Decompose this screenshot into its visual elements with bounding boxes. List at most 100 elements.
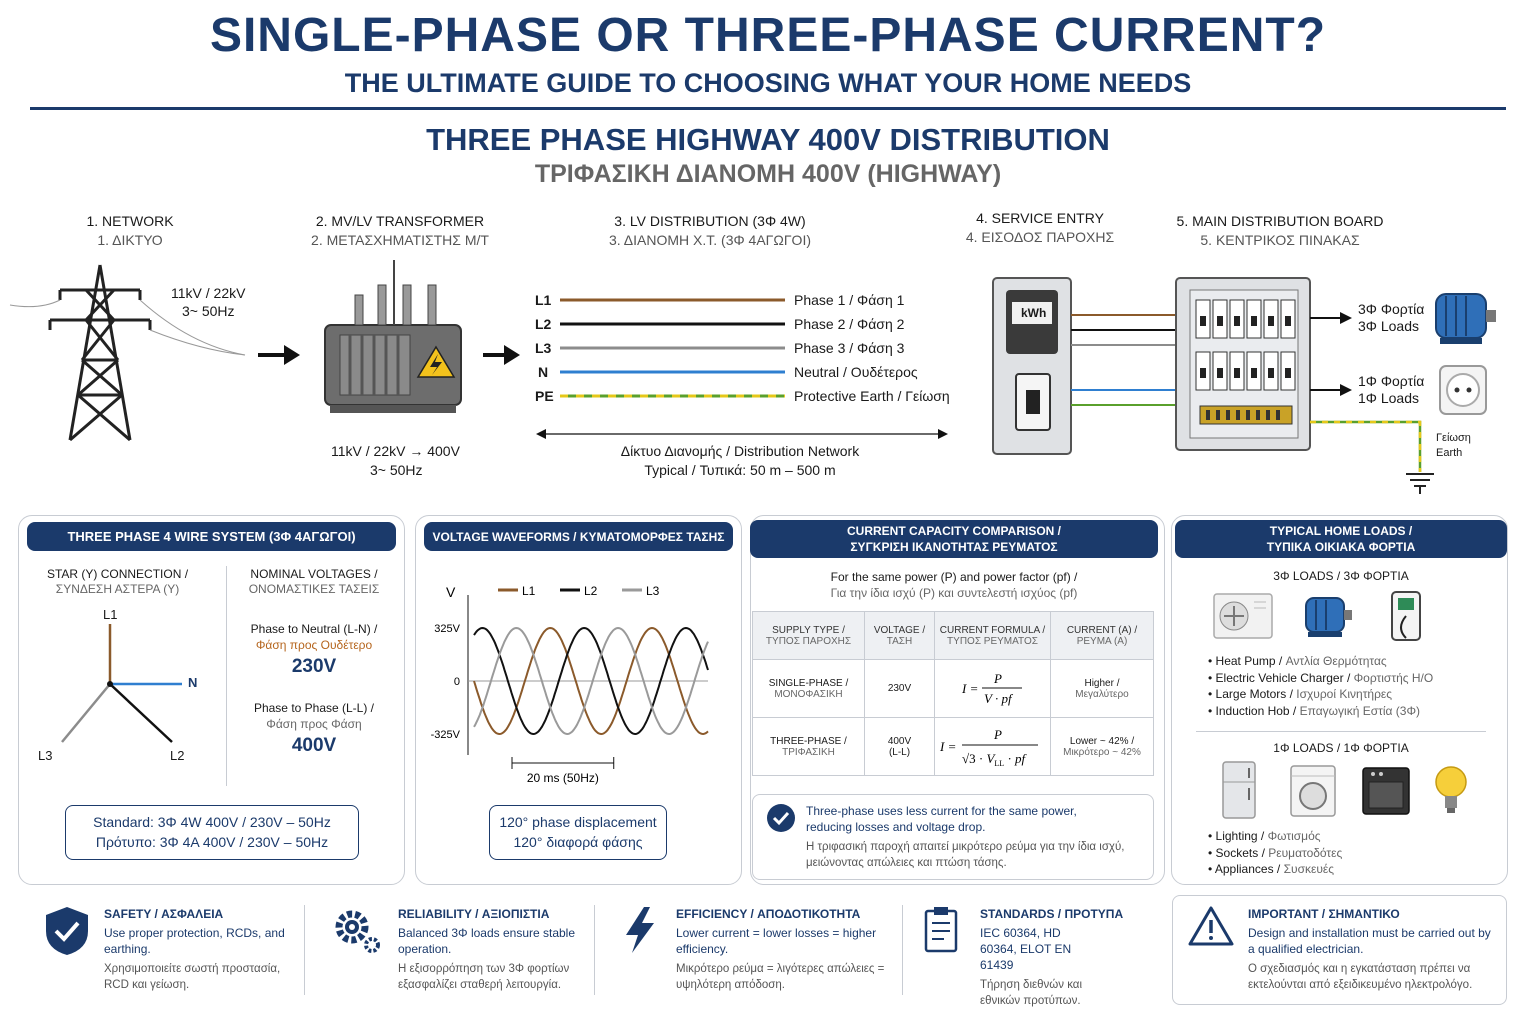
- heat-pump-icon: [1213, 593, 1273, 639]
- svg-text:P: P: [993, 727, 1002, 742]
- legend-label: L1: [522, 584, 536, 598]
- capacity-note-en: Three-phase uses less current for the sa…: [806, 804, 1077, 834]
- single-phase-output-en: 1Φ Loads: [1358, 390, 1419, 406]
- conductor-label-n: Neutral / Ουδέτερος: [794, 364, 918, 380]
- step-transformer: 2. MV/LV TRANSFORMER 2. ΜΕΤΑΣΧΗΜΑΤΙΣΤΗΣ …: [311, 213, 489, 248]
- y-axis-label: V: [446, 584, 456, 600]
- network-frequency: 3~ 50Hz: [182, 303, 235, 319]
- conductor-code-pe: PE: [535, 388, 554, 404]
- y-tick-label: 325V: [434, 623, 460, 635]
- formula-three-phase: I = P √3 · VLL · pf: [939, 727, 1038, 768]
- footer-safety: SAFETY / ΑΣΦΑΛΕΙΑ Use proper protection,…: [104, 907, 285, 991]
- socket-icon: [1439, 365, 1487, 415]
- motor-icon: [1435, 293, 1496, 344]
- svg-text:I =: I =: [939, 739, 956, 754]
- lightbulb-icon: [1435, 766, 1467, 813]
- table-header-cell: VOLTAGE /ΤΑΣΗ: [864, 611, 935, 660]
- waveform-l2: [473, 626, 709, 736]
- distribution-length: Typical / Τυπικά: 50 m – 500 m: [644, 462, 836, 478]
- page-title: SINGLE-PHASE OR THREE-PHASE CURRENT?: [209, 9, 1327, 62]
- three-phase-load-icons: [1213, 591, 1421, 641]
- legend-label: L3: [646, 584, 660, 598]
- phase-to-neutral: Phase to Neutral (L-N) / Φάση προς Ουδέτ…: [230, 621, 398, 677]
- waveform-panel-title: VOLTAGE WAVEFORMS / ΚΥΜΑΤΟΜΟΡΦΕΣ ΤΑΣΗΣ: [424, 522, 733, 551]
- conductor-code-l2: L2: [535, 316, 552, 332]
- page-subtitle: THE ULTIMATE GUIDE TO CHOOSING WHAT YOUR…: [344, 68, 1192, 98]
- shield-check-icon: [46, 907, 88, 955]
- motor-icon: [1305, 597, 1352, 637]
- table-header-cell: CURRENT (A) /ΡΕΥΜΑ (A): [1050, 611, 1154, 660]
- earth-label-en: Earth: [1436, 447, 1463, 459]
- check-circle-icon: [767, 804, 795, 832]
- transformer-frequency: 3~ 50Hz: [370, 462, 423, 478]
- list-item: Heat Pump / Αντλία Θερμότητας: [1208, 653, 1498, 670]
- single-phase-load-icons: [1222, 761, 1467, 819]
- oven-icon: [1362, 767, 1410, 815]
- three-phase-loads-list: Heat Pump / Αντλία Θερμότητας Electric V…: [1208, 653, 1498, 719]
- capacity-intro: For the same power (P) and power factor …: [830, 570, 1078, 600]
- list-item: Induction Hob / Επαγωγική Εστία (3Φ): [1208, 703, 1498, 720]
- conductor-code-l1: L1: [535, 292, 552, 308]
- list-item: Lighting / Φωτισμός: [1208, 828, 1498, 845]
- single-phase-loads-title: 1Φ LOADS / 1Φ ΦΟΡΤΙΑ: [1273, 741, 1409, 755]
- service-entry-cabinet: [992, 277, 1072, 455]
- earth-label-gr: Γείωση: [1436, 432, 1471, 444]
- y-tick-label: -325V: [431, 729, 461, 741]
- document-icon: [924, 907, 958, 953]
- standard-box: Standard: 3Φ 4W 400V / 230V – 50Hz Πρότυ…: [65, 805, 359, 860]
- table-header-cell: CURRENT FORMULA /ΤΥΠΟΣ ΡΕΥΜΑΤΟΣ: [934, 611, 1051, 660]
- step-service-entry: 4. SERVICE ENTRY 4. ΕΙΣΟΔΟΣ ΠΑΡΟΧΗΣ: [965, 210, 1115, 245]
- ev-charger-icon: [1391, 591, 1421, 641]
- formula-single-phase: I = P V · pf: [961, 671, 1022, 706]
- star-label-n: N: [188, 675, 198, 690]
- svg-text:√3 · VLL · pf: √3 · VLL · pf: [962, 751, 1028, 768]
- footer-efficiency: EFFICIENCY / ΑΠΟΔΟΤΙΚΟΤΗΤΑ Lower current…: [676, 907, 885, 991]
- transformer-icon: [324, 260, 462, 413]
- capacity-panel-title: CURRENT CAPACITY COMPARISON / ΣΥΓΚΡΙΣΗ Ι…: [750, 520, 1158, 558]
- step-main-board: 5. MAIN DISTRIBUTION BOARD 5. ΚΕΝΤΡΙΚΟΣ …: [1176, 213, 1384, 248]
- capacity-note-box: [752, 794, 1154, 880]
- star-label-l3: L3: [38, 748, 53, 763]
- conductor-code-l3: L3: [535, 340, 552, 356]
- three-phase-output-gr: 3Φ Φορτία: [1358, 301, 1425, 317]
- table-row: THREE-PHASE /ΤΡΙΦΑΣΙΚΗ 400V(L-L) I = P √…: [752, 717, 1154, 776]
- three-phase-loads-title: 3Φ LOADS / 3Φ ΦΟΡΤΙΑ: [1273, 569, 1409, 583]
- gears-icon: [335, 910, 380, 953]
- step-network: 1. NETWORK 1. ΔΙΚΤΥΟ: [86, 213, 174, 248]
- kwh-meter-label: kWh: [1021, 306, 1047, 320]
- conductor-label-l2: Phase 2 / Φάση 2: [794, 316, 905, 332]
- capacity-note-gr: Η τριφασική παροχή απαιτεί μικρότερο ρεύ…: [806, 841, 1125, 869]
- loads-panel-title: TYPICAL HOME LOADS / ΤΥΠΙΚΑ ΟΙΚΙΑΚΑ ΦΟΡΤ…: [1175, 520, 1507, 558]
- section-subtitle: ΤΡΙΦΑΣΙΚΗ ΔΙΑΝΟΜΗ 400V (HIGHWAY): [534, 160, 1002, 188]
- list-item: Appliances / Συσκευές: [1208, 861, 1498, 878]
- distance-arrow: [536, 429, 948, 439]
- svg-text:P: P: [993, 671, 1002, 686]
- arrow-icon: [258, 345, 300, 365]
- transformer-conversion: 11kV / 22kV → 400V: [331, 443, 460, 459]
- network-voltage: 11kV / 22kV: [171, 285, 246, 301]
- table-header-cell: SUPPLY TYPE /ΤΥΠΟΣ ΠΑΡΟΧΗΣ: [752, 611, 865, 660]
- list-item: Large Motors / Ισχυροί Κινητήρες: [1208, 686, 1498, 703]
- single-phase-loads-list: Lighting / Φωτισμός Sockets / Ρευματοδότ…: [1208, 828, 1498, 878]
- star-diagram: [61, 624, 182, 743]
- step-lv-distribution: 3. LV DISTRIBUTION (3Φ 4W) 3. ΔΙΑΝΟΜΗ Χ.…: [608, 213, 811, 248]
- washing-machine-icon: [1290, 765, 1336, 817]
- important-box: [1172, 895, 1507, 1005]
- fridge-icon: [1222, 761, 1256, 819]
- ln-voltage-value: 230V: [291, 656, 337, 677]
- table-header-row: SUPPLY TYPE /ΤΥΠΟΣ ΠΑΡΟΧΗΣ VOLTAGE /ΤΑΣΗ…: [752, 611, 1154, 660]
- svg-text:V · pf: V · pf: [984, 691, 1014, 706]
- main-distribution-board: [1175, 277, 1311, 451]
- footer-standards: STANDARDS / ΠΡΟΤΥΠΑ IEC 60364, HD 60364,…: [980, 907, 1124, 1007]
- section-title: THREE PHASE HIGHWAY 400V DISTRIBUTION: [426, 122, 1110, 157]
- phase-displacement-box: 120° phase displacement 120° διαφορά φάσ…: [489, 805, 667, 860]
- legend-label: L2: [584, 584, 598, 598]
- distribution-diagram: [9, 260, 1496, 494]
- single-phase-output-gr: 1Φ Φορτία: [1358, 373, 1425, 389]
- title-divider: [30, 107, 1506, 110]
- y-tick-label: 0: [454, 676, 460, 688]
- star-label-l2: L2: [170, 748, 185, 763]
- earth-symbol-icon: [1406, 473, 1434, 494]
- three-phase-output-en: 3Φ Loads: [1358, 318, 1419, 334]
